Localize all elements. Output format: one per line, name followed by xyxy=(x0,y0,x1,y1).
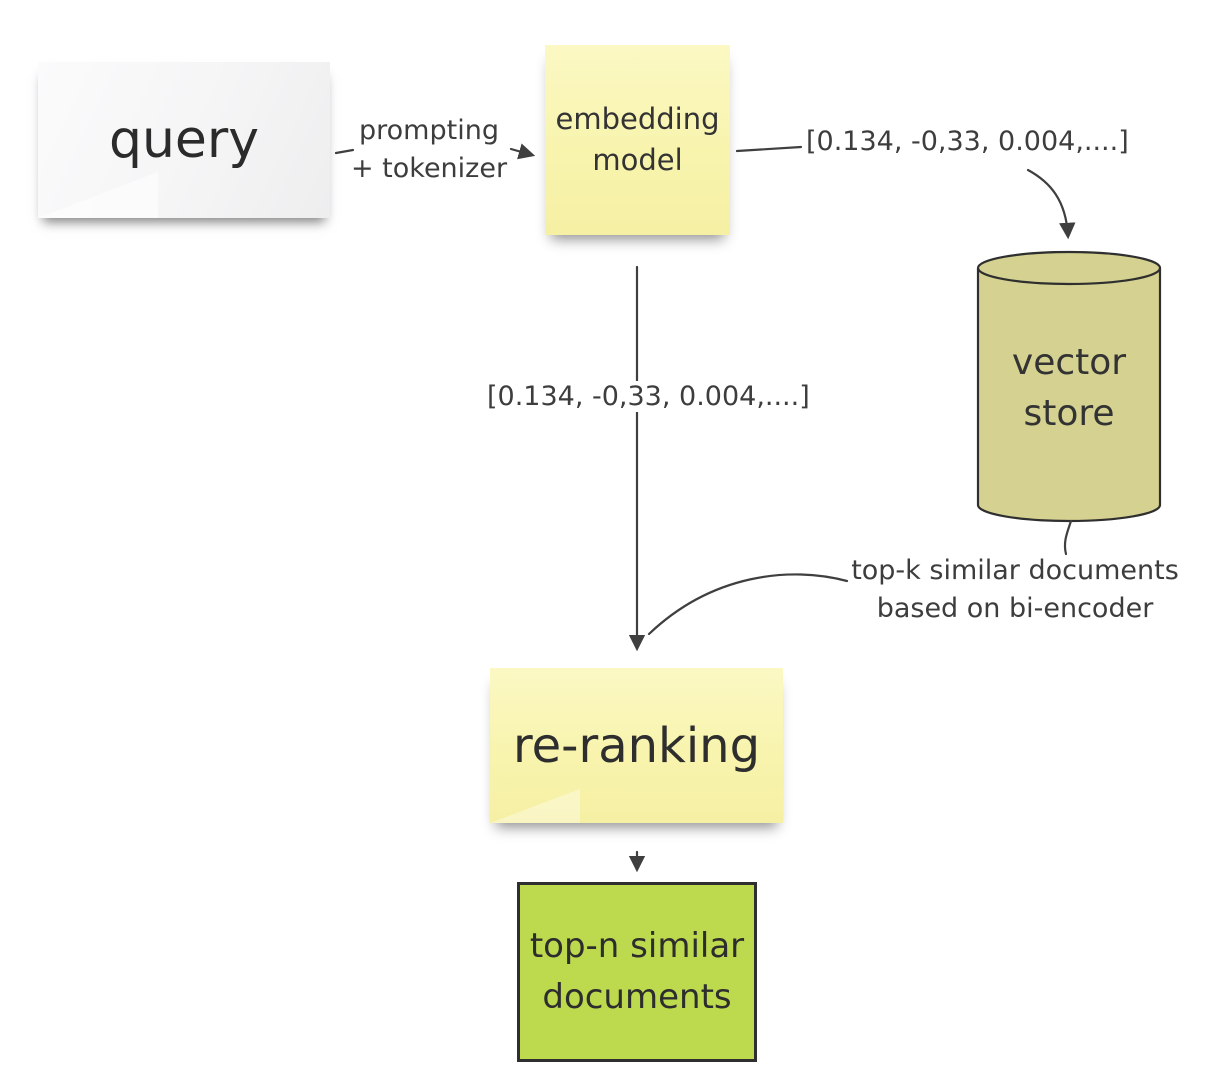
edge-label-prompting-line2: + tokenizer xyxy=(350,153,508,185)
node-top-n-documents: top-n similar documents xyxy=(517,882,757,1062)
edge-vectorstore-topk-tail xyxy=(1063,519,1073,556)
edge-label-query-vector: [0.134, -0,33, 0.004,....] xyxy=(487,381,810,412)
edge-label-embedding-vector: [0.134, -0,33, 0.004,....] xyxy=(806,126,1129,157)
node-query-label: query xyxy=(108,110,260,170)
vector-store-shape-body xyxy=(976,268,1162,523)
edge-query-embedding-dash xyxy=(334,148,355,155)
node-embedding-model: embedding model xyxy=(545,45,730,235)
edge-label-topk: top-k similar documents based on bi-enco… xyxy=(851,555,1179,625)
node-query: query xyxy=(38,62,330,218)
node-vector-store-label: vector store xyxy=(1011,341,1127,434)
node-embedding-model-label: embedding model xyxy=(555,101,720,177)
edge-label-prompting-line1: prompting xyxy=(359,115,499,146)
edge-query-embedding-arrow xyxy=(509,143,536,160)
edge-topk-merge-curve xyxy=(647,573,849,636)
node-re-ranking: re-ranking xyxy=(490,668,783,823)
edge-embedding-vectorstore-line xyxy=(735,145,803,153)
edge-embedding-vectorstore-curve xyxy=(1026,168,1076,240)
edge-label-prompting-tokenizer: prompting + tokenizer xyxy=(346,112,512,189)
vector-store-shape-top xyxy=(976,250,1162,286)
node-top-n-documents-label: top-n similar documents xyxy=(529,926,745,1017)
node-re-ranking-label: re-ranking xyxy=(512,717,761,774)
